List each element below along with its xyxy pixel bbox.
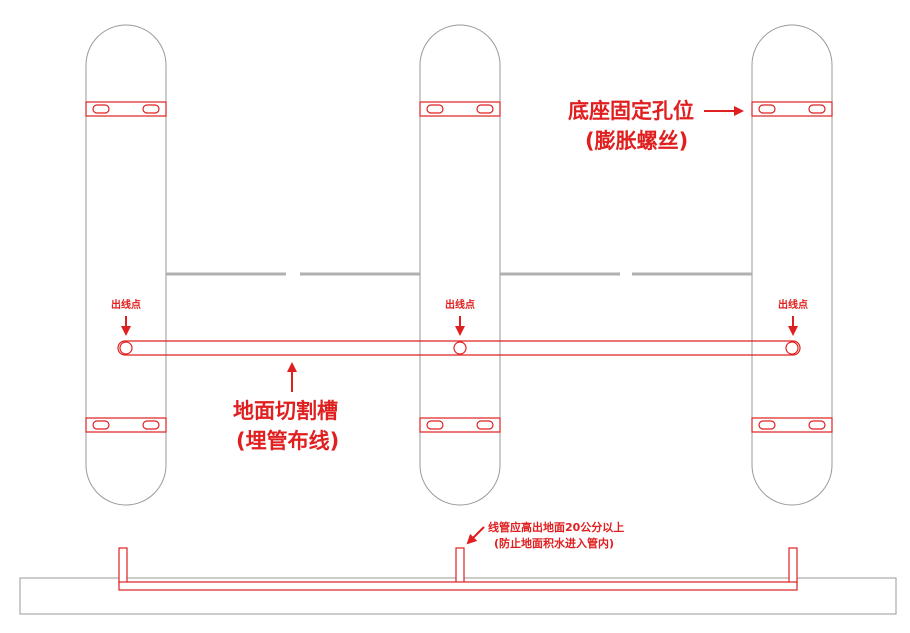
fixing-plate-middle-bottom	[419, 417, 501, 433]
outlet-labels: 出线点 出线点 出线点	[111, 298, 808, 311]
base-fix-holes-label: 底座固定孔位	[568, 99, 694, 123]
outlet-point-right	[785, 341, 799, 355]
fixing-plate-right-top	[751, 101, 833, 117]
arrow-down-left-icon	[466, 526, 485, 545]
outlet-label-left: 出线点	[111, 298, 141, 311]
base-fix-holes-callout: 底座固定孔位 (膨胀螺丝)	[568, 99, 744, 153]
outlet-label-middle: 出线点	[445, 298, 475, 311]
side-view	[19, 547, 897, 615]
expansion-bolts-label: (膨胀螺丝)	[585, 129, 688, 153]
outlet-point-left	[119, 341, 133, 355]
fixing-plates	[85, 101, 833, 433]
riser-pipe-middle	[455, 547, 465, 585]
ground-cut-slot	[117, 340, 801, 356]
pillar-right	[751, 24, 833, 506]
ground-cut-slot-callout: 地面切割槽 (埋管布线)	[233, 362, 339, 453]
riser-pipe-left	[118, 547, 128, 585]
pipe-height-note: 线管应高出地面20公分以上	[488, 520, 624, 534]
ground-cut-slot-label: 地面切割槽	[233, 399, 338, 423]
pillar-left	[85, 24, 167, 506]
riser-pipe-right	[788, 547, 798, 585]
pillar-middle	[419, 24, 501, 506]
fixing-plate-right-bottom	[751, 417, 833, 433]
pipe-height-callout: 线管应高出地面20公分以上 (防止地面积水进入管内)	[466, 520, 624, 550]
fixing-plate-middle-top	[419, 101, 501, 117]
outlet-label-right: 出线点	[778, 298, 808, 311]
fixing-plate-left-bottom	[85, 417, 167, 433]
fixing-plate-left-top	[85, 101, 167, 117]
outlet-point-middle	[453, 341, 467, 355]
buried-pipe	[118, 581, 798, 591]
buried-pipe-wiring-label: (埋管布线)	[236, 429, 339, 453]
prevent-water-note: (防止地面积水进入管内)	[494, 536, 614, 550]
